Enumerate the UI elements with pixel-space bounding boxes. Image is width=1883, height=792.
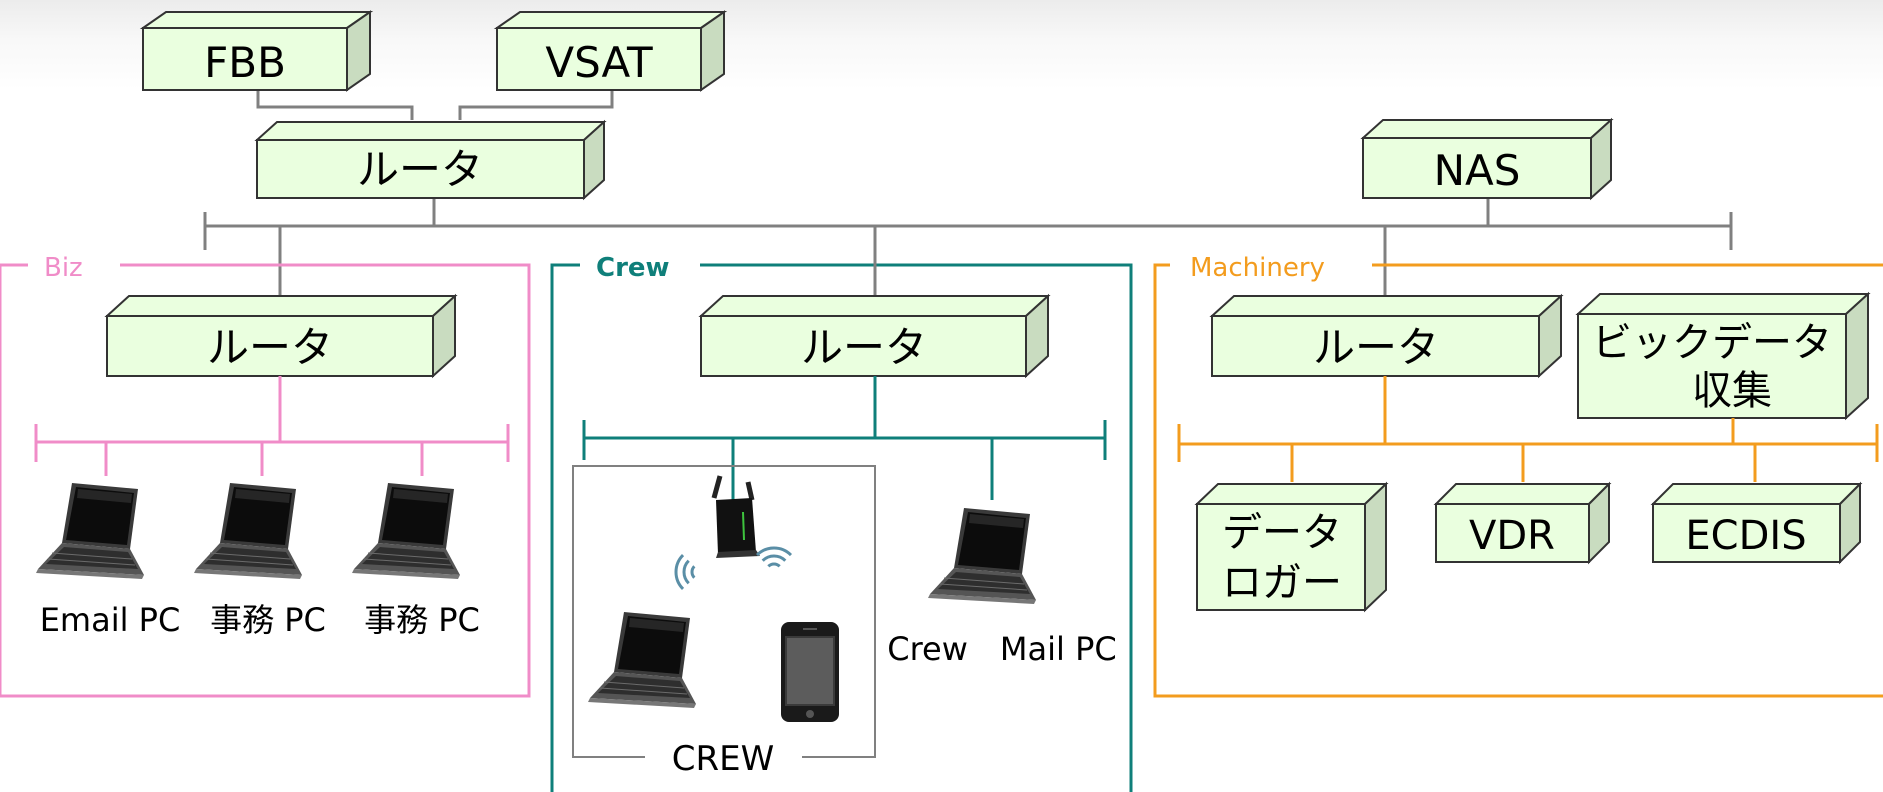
vsat-label: VSAT	[545, 38, 653, 87]
machinery-frame: Machinery	[1153, 253, 1883, 698]
crew-bus	[582, 376, 1107, 500]
ecdis-box: ECDIS	[1650, 481, 1863, 565]
crew-router-box: ルータ	[698, 293, 1051, 379]
data-logger-label: ロガー	[1222, 560, 1342, 606]
machinery-bus	[1177, 376, 1879, 482]
biz-pc-label: 事務 PC	[364, 601, 480, 639]
laptop-icon	[927, 507, 1037, 605]
crew-title: Crew	[596, 253, 670, 283]
biz-pc-label: 事務 PC	[210, 601, 326, 639]
top-router-label: ルータ	[357, 145, 483, 194]
biz-router-box: ルータ	[104, 293, 458, 379]
bigdata-label: ビックデータ	[1592, 320, 1832, 366]
crew-wifi-group-label: CREW	[672, 739, 774, 779]
laptop-icon	[35, 482, 145, 580]
laptop-icon	[587, 611, 697, 709]
vdr-label: VDR	[1469, 513, 1555, 559]
biz-bus	[34, 376, 510, 476]
ecdis-label: ECDIS	[1685, 513, 1806, 559]
biz-title: Biz	[44, 253, 83, 283]
fbb-box: FBB	[139, 10, 374, 92]
fbb-label: FBB	[204, 38, 286, 87]
wifi-router-icon	[711, 475, 760, 558]
bigdata-box: ビックデータ 収集	[1575, 291, 1871, 421]
wifi-signal-icon	[664, 553, 702, 591]
top-connectors	[256, 90, 1490, 226]
crew-router-label: ルータ	[801, 323, 927, 372]
crew-mail-pc-label: Crew Mail PC	[887, 630, 1116, 668]
data-logger-label: データ	[1222, 510, 1342, 556]
smartphone-icon	[781, 622, 839, 722]
nas-label: NAS	[1434, 146, 1521, 195]
laptop-icon	[193, 482, 303, 580]
crew-wifi-group: CREW	[572, 465, 876, 779]
top-router-box: ルータ	[254, 119, 607, 201]
nas-box: NAS	[1360, 117, 1614, 201]
machinery-router-box: ルータ	[1209, 293, 1564, 379]
data-logger-box: データ ロガー	[1194, 481, 1389, 613]
backbone	[203, 212, 1733, 296]
biz-router-label: ルータ	[207, 323, 333, 372]
machinery-title: Machinery	[1190, 253, 1325, 283]
bigdata-label: 収集	[1692, 368, 1772, 414]
biz-pc-label: Email PC	[40, 601, 181, 639]
laptop-icon	[351, 482, 461, 580]
crew-frame: Crew	[550, 253, 1133, 792]
wifi-signal-icon	[755, 536, 793, 574]
biz-frame: Biz	[0, 253, 531, 698]
vdr-box: VDR	[1433, 481, 1612, 565]
vsat-box: VSAT	[493, 10, 728, 92]
machinery-router-label: ルータ	[1313, 323, 1439, 372]
